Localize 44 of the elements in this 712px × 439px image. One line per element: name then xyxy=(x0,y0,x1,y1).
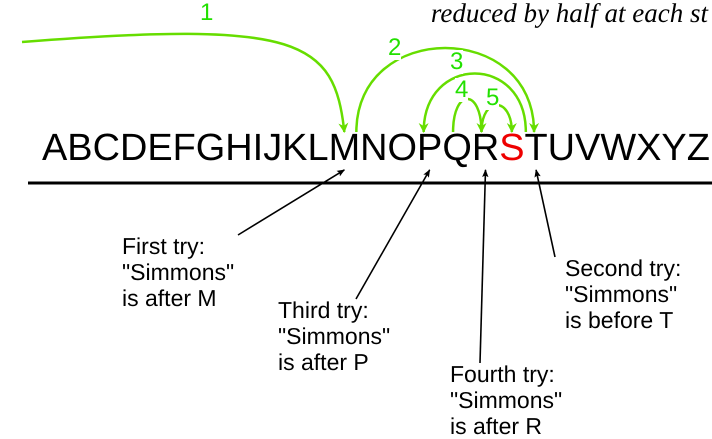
letter: T xyxy=(524,130,548,168)
leader-arrow xyxy=(479,169,488,364)
leader-arrow xyxy=(355,169,430,300)
annotation-text: Fourth try: "Simmons" is after R xyxy=(450,361,574,439)
letter: L xyxy=(307,130,329,168)
letter: X xyxy=(636,130,662,168)
letter: B xyxy=(67,130,93,168)
curved-arrow xyxy=(480,104,516,133)
letter: J xyxy=(263,130,282,168)
curved-arrow xyxy=(355,46,538,133)
heading-text: reduced by half at each st xyxy=(430,0,708,27)
letter: O xyxy=(388,130,418,168)
step-number: 2 xyxy=(388,36,402,60)
annotation-text: Third try: "Simmons" is after P xyxy=(278,297,402,375)
letter: M xyxy=(328,130,360,168)
letter: S xyxy=(499,130,524,168)
letter: F xyxy=(172,130,196,168)
letter: C xyxy=(92,130,120,168)
letter: I xyxy=(252,130,264,168)
letter: Z xyxy=(686,130,710,168)
letter: G xyxy=(196,130,226,168)
letter: Y xyxy=(661,130,687,168)
step-number: 4 xyxy=(455,78,468,102)
letter: U xyxy=(548,130,576,168)
letter: D xyxy=(120,130,148,168)
annotation-text: First try: "Simmons" is after M xyxy=(122,233,246,311)
letter: E xyxy=(147,130,173,168)
curved-arrow xyxy=(420,72,528,133)
letter: W xyxy=(600,130,636,168)
leader-arrow xyxy=(238,169,346,236)
curved-arrow xyxy=(452,98,486,133)
step-number: 3 xyxy=(450,50,464,74)
letter: P xyxy=(417,130,442,168)
letter: V xyxy=(575,130,600,168)
curved-arrow xyxy=(22,32,348,133)
letter: N xyxy=(360,130,388,168)
letter: Q xyxy=(442,130,472,168)
letter: H xyxy=(225,130,253,168)
letter: K xyxy=(282,130,308,168)
step-number: 5 xyxy=(486,86,500,110)
leader-arrow xyxy=(534,169,556,258)
letter: A xyxy=(42,130,68,168)
annotation-text: Second try: "Simmons" is before T xyxy=(565,255,689,333)
letter: R xyxy=(472,130,500,168)
